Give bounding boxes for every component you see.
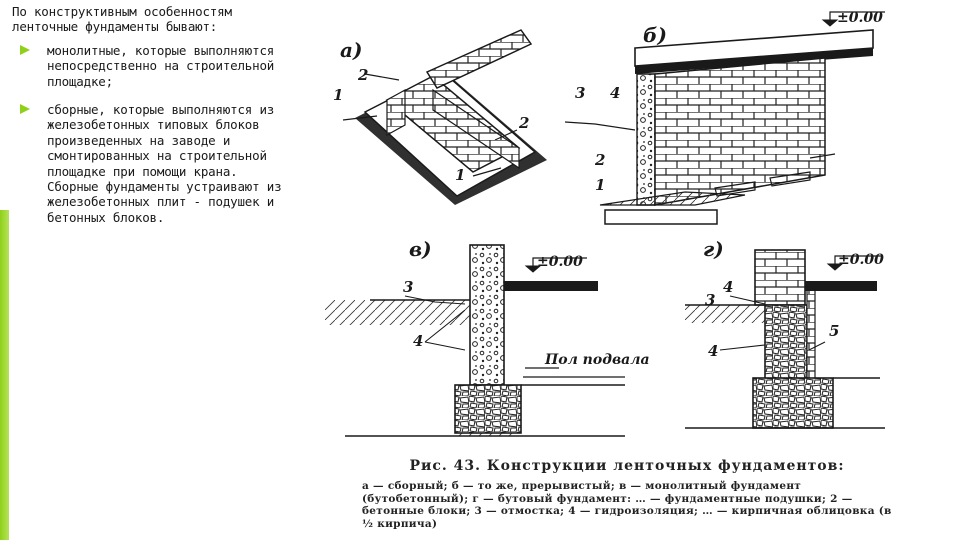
intro-text: По конструктивным особенностям ленточные… <box>12 4 232 35</box>
panel-v-label: в) <box>409 237 432 261</box>
panel-g-callout-3: 3 <box>705 291 715 309</box>
panel-v-callout-4: 4 <box>413 332 423 350</box>
panel-v-level-mark: ±0.00 <box>537 254 583 270</box>
panel-g-callout-5: 5 <box>829 322 839 340</box>
foundation-drawing: а) 1 2 2 1 б) ±0.00 3 4 2 1 в) ±0.00 3 4… <box>325 10 885 437</box>
panel-b-callout-1: 1 <box>595 176 605 194</box>
caption-body: а — сборный; б — то же, прерывистый; в —… <box>362 480 892 530</box>
text-panel: По конструктивным особенностям ленточные… <box>12 4 284 238</box>
panel-a-callout-1b: 1 <box>455 166 465 184</box>
panel-g-drawing <box>685 249 885 429</box>
panel-g-callout-4: 4 <box>723 278 733 296</box>
figure-caption: Рис. 43. Конструкции ленточных фундамент… <box>362 458 892 530</box>
panel-a-drawing <box>342 29 547 205</box>
panel-v-drawing <box>325 244 625 437</box>
panel-a-label: а) <box>340 38 362 62</box>
accent-bar <box>0 210 9 540</box>
bullet-item-precast: сборные, которые выполняются из железобе… <box>12 102 284 225</box>
panel-g-level-mark: ±0.00 <box>838 252 884 268</box>
panel-g-label: г) <box>703 237 724 261</box>
panel-b-callout-2: 2 <box>594 151 605 169</box>
panel-a-callout-1: 1 <box>333 86 343 104</box>
panel-g-callout-4b: 4 <box>708 342 718 360</box>
triangle-bullet-icon <box>20 44 30 55</box>
bullet-text: монолитные, которые выполняются непосред… <box>47 42 275 89</box>
bullet-item-monolithic: монолитные, которые выполняются непосред… <box>12 43 284 89</box>
triangle-bullet-icon <box>20 104 30 115</box>
panel-a-callout-2: 2 <box>357 66 368 84</box>
panel-a-callout-2b: 2 <box>518 114 529 132</box>
panel-b-callout-3: 3 <box>575 84 585 102</box>
bullet-list: монолитные, которые выполняются непосред… <box>12 43 284 225</box>
panel-v-basement-floor: Пол подвала <box>544 352 650 368</box>
bullet-text: сборные, которые выполняются из железобе… <box>47 102 282 225</box>
panel-v-callout-3: 3 <box>403 278 413 296</box>
panel-b-callout-4: 4 <box>610 84 620 102</box>
panel-b-level-mark: ±0.00 <box>837 10 883 26</box>
foundation-figure: а) 1 2 2 1 б) ±0.00 3 4 2 1 в) ±0.00 3 4… <box>325 0 950 540</box>
caption-title: Рис. 43. Конструкции ленточных фундамент… <box>409 458 845 474</box>
panel-b-drawing <box>564 11 885 225</box>
panel-b-label: б) <box>643 23 667 47</box>
